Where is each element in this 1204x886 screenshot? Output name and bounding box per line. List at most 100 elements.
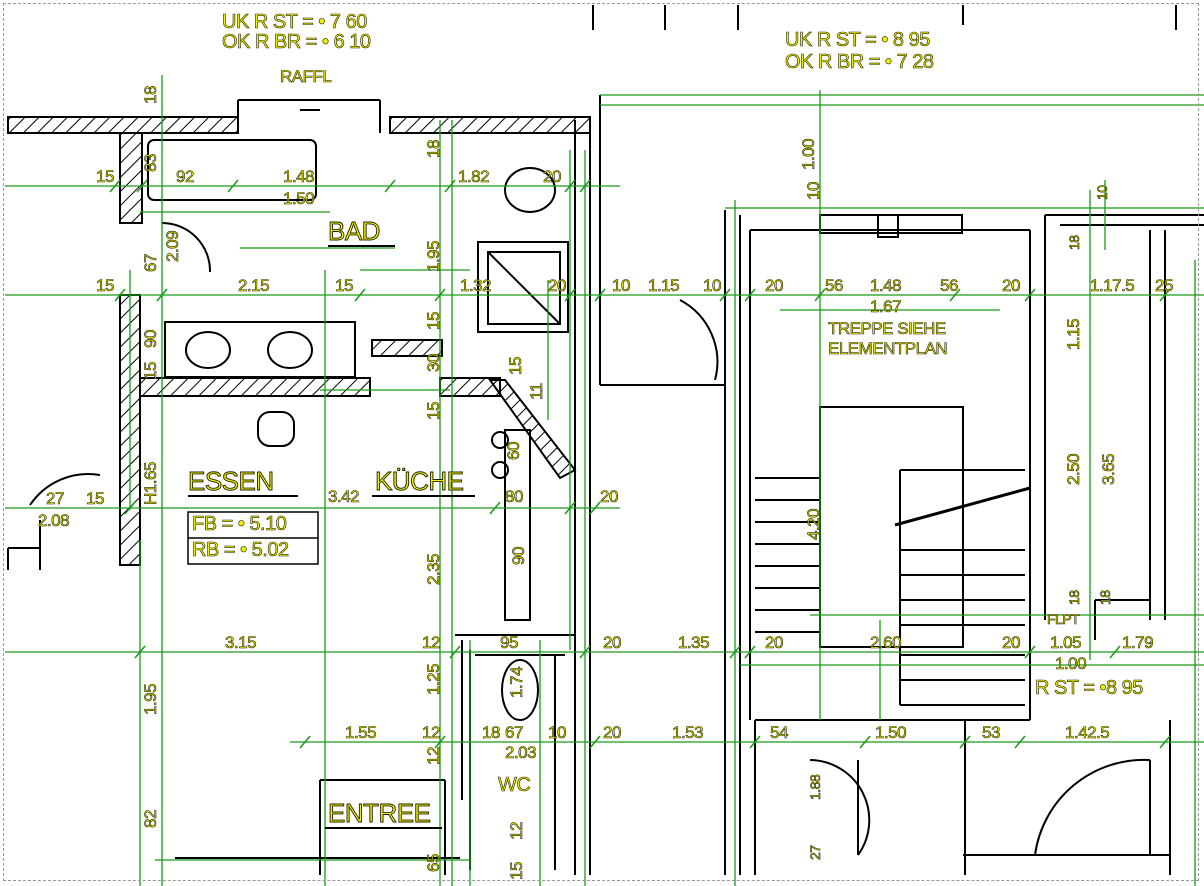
dim-label: 12 — [507, 822, 527, 841]
dim-label: 15 — [96, 167, 115, 186]
kitchen-counter — [504, 429, 531, 621]
dim-label: 25 — [1155, 276, 1174, 295]
dim-label: 92 — [176, 167, 195, 186]
dim-label: 10 — [703, 276, 722, 295]
dim-label: 18 — [1097, 590, 1114, 605]
dim-label: 20 — [603, 723, 622, 742]
dim-label: 15 — [507, 862, 527, 881]
wall-top-left — [7, 116, 239, 134]
dim-label: 10 — [548, 723, 567, 742]
dim-label: 2.50 — [1064, 453, 1084, 486]
dimension-lines — [5, 75, 1204, 886]
dim-label: 2.60 — [870, 633, 902, 652]
dim-label: 56 — [825, 276, 844, 295]
dim-label: 1.15 — [648, 276, 680, 295]
dim-label: 12 — [422, 633, 441, 652]
dim-label: 67 — [141, 254, 161, 273]
dim-label: 2.03 — [505, 743, 537, 762]
dim-label: 20 — [1002, 276, 1021, 295]
dim-label: 18 — [482, 723, 501, 742]
dim-label: 67 — [505, 723, 524, 742]
dim-label: 15 — [506, 357, 526, 376]
dim-label: 15 — [424, 312, 444, 331]
toilet-wc — [501, 659, 539, 721]
stair-box — [819, 406, 964, 648]
wall-essen-top — [139, 377, 371, 397]
room-bad: BAD — [328, 216, 381, 246]
dim-label: 15 — [96, 276, 115, 295]
dim-label: 27 — [807, 845, 824, 860]
dim-label: 20 — [543, 167, 562, 186]
dim-label: 3.42 — [328, 487, 360, 506]
dim-label: 4.20 — [804, 508, 824, 541]
dim-label: 20 — [548, 276, 567, 295]
door-arc-right — [1034, 758, 1151, 856]
dim-label: 1.25 — [424, 663, 444, 696]
room-raffl: RAFFL — [280, 67, 332, 86]
shower — [477, 241, 569, 333]
dim-label: 20 — [600, 487, 619, 506]
dim-label: 15 — [335, 276, 354, 295]
stair-treads — [755, 477, 1025, 681]
toilet-essen — [257, 411, 295, 447]
dim-label: 2.15 — [238, 276, 270, 295]
dim-label: 65 — [424, 854, 444, 873]
dim-label: 1.53 — [672, 723, 704, 742]
dim-label: 18 — [1066, 590, 1083, 605]
dim-label: 20 — [765, 633, 784, 652]
sink-left — [185, 331, 231, 369]
dim-label: 10 — [804, 182, 824, 201]
dim-label: 2.35 — [424, 553, 444, 586]
dim-label: 1.00 — [799, 138, 819, 171]
door-arc-hall — [679, 299, 719, 381]
room-kueche: KÜCHE — [375, 466, 465, 496]
dim-label: 1.79 — [1122, 633, 1154, 652]
note-rst: R ST = •8 95 — [1035, 677, 1144, 699]
dim-label: 56 — [940, 276, 959, 295]
dim-label: 1.32 — [460, 276, 492, 295]
dim-label: 1.50 — [875, 723, 907, 742]
dim-label: 11 — [527, 383, 547, 400]
dim-label: 1.82 — [458, 167, 490, 186]
dim-label: 54 — [770, 723, 789, 742]
dim-label: 2.09 — [163, 230, 183, 263]
dim-label: 1.17.5 — [1090, 276, 1135, 295]
dim-label: 1.55 — [345, 723, 377, 742]
dim-label: 27 — [46, 489, 65, 508]
dim-label: 30 — [424, 354, 444, 373]
note-ok-r-br-right: OK R BR = • 7 28 — [785, 51, 935, 73]
dim-label: 1.48 — [870, 276, 902, 295]
dim-label: 60 — [504, 442, 524, 461]
dim-label: 18 — [424, 140, 444, 159]
note-fb: FB = • 5.10 — [192, 513, 287, 535]
note-treppe-2: ELEMENTPLAN — [828, 339, 948, 358]
door-arc-stair — [809, 759, 871, 856]
note-ok-r-br-left: OK R BR = • 6 10 — [222, 31, 372, 53]
toilet-bath — [504, 167, 556, 213]
room-essen: ESSEN — [188, 466, 275, 496]
sink-right — [267, 331, 313, 369]
walls — [7, 5, 1204, 875]
dim-label: 12 — [422, 723, 441, 742]
room-entree: ENTREE — [328, 798, 432, 828]
dim-label: 1.00 — [1055, 654, 1087, 673]
dim-label: 1.95 — [141, 683, 161, 716]
dim-label: 1.74 — [507, 666, 527, 699]
dim-label: 15 — [86, 489, 105, 508]
room-flpt: FLPT — [1047, 611, 1080, 627]
dim-label: 1.35 — [678, 633, 710, 652]
wall-left-upper — [119, 132, 143, 224]
wall-bad-partition — [371, 339, 443, 357]
door-arc-left — [29, 473, 101, 506]
bathtub — [147, 139, 317, 201]
room-wc: WC — [498, 774, 531, 796]
dim-label: 10 — [612, 276, 631, 295]
dim-label: 1.48 — [283, 167, 315, 186]
dim-label: 12 — [424, 747, 444, 766]
dim-label: 15 — [424, 402, 444, 421]
dim-label: 1.67 — [870, 297, 902, 316]
dim-label: 83 — [141, 154, 161, 173]
dim-label: 95 — [500, 633, 519, 652]
dim-label: 1.50 — [283, 189, 315, 208]
